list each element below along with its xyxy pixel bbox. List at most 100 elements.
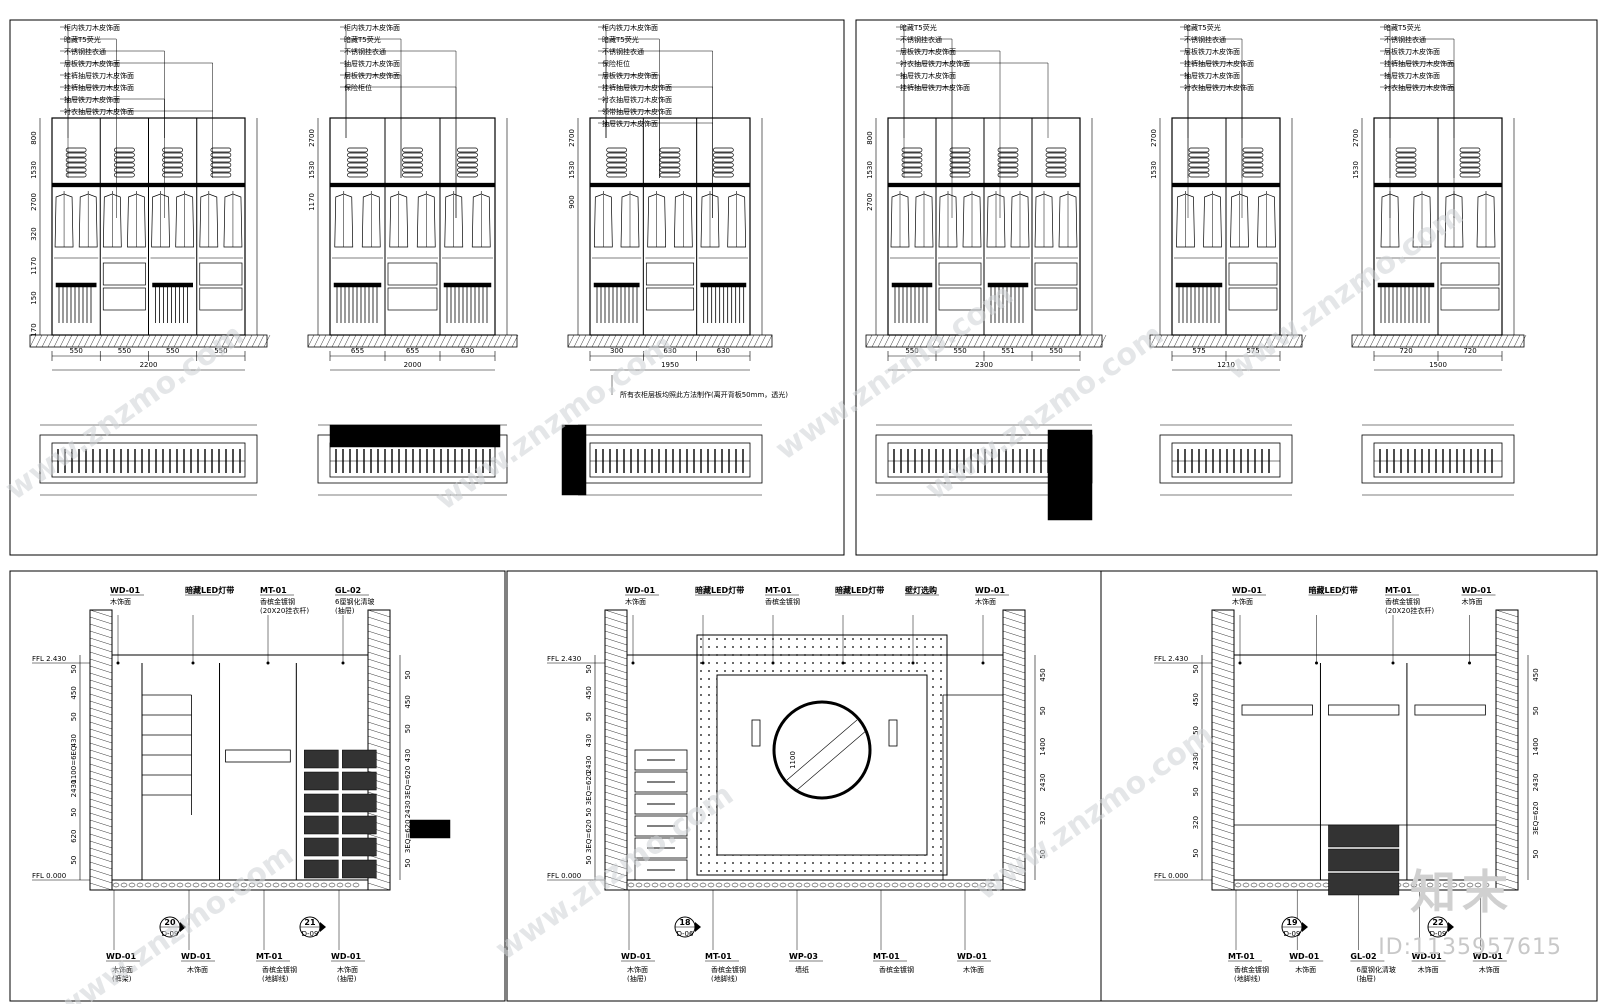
wall-hatch <box>89 742 113 751</box>
hanging-garment <box>1444 191 1464 248</box>
wall-hatch <box>1495 609 1519 618</box>
floor-stone <box>120 882 128 888</box>
site-watermark: www.znzmo.com <box>1219 197 1470 387</box>
floor-hatch <box>185 334 193 348</box>
pattern-dot <box>796 662 798 664</box>
wall-hatch <box>1495 749 1519 758</box>
material-tag-desc: 香槟金镀钢 <box>262 965 297 974</box>
floor-hatch <box>669 334 677 348</box>
wall-hatch <box>604 651 628 660</box>
pattern-dot <box>724 654 726 656</box>
wall-hatch <box>1495 637 1519 646</box>
floor-hatch <box>1203 334 1211 348</box>
material-tag-desc: 香槟金镀钢 <box>711 965 746 974</box>
material-tag-desc: 木饰面 <box>1418 965 1439 974</box>
dim-right: 50 <box>1039 706 1047 715</box>
pattern-dot <box>716 654 718 656</box>
pattern-dot <box>724 862 726 864</box>
material-note: 挂裤抽屉铁刀木皮饰面 <box>900 83 970 92</box>
total-dim: 1210 <box>1217 361 1235 369</box>
floor-hatch <box>59 334 67 348</box>
dim-left: 50 <box>585 665 593 674</box>
callout-number: 21 <box>304 918 316 927</box>
elevation-footnote: 所有衣柜层板均照此方法制作(离开背板50mm，透光) <box>620 390 788 399</box>
folded-item <box>402 172 423 178</box>
pattern-dot <box>716 646 718 648</box>
pattern-dot <box>940 758 942 760</box>
wall-hatch <box>1211 721 1235 730</box>
dim-right: 320 <box>1039 812 1047 825</box>
pattern-dot <box>932 726 934 728</box>
floor-stone <box>747 882 755 888</box>
floor-hatch <box>1149 334 1157 348</box>
wall-hatch <box>604 763 628 772</box>
material-note: 衬衣抽屉铁刀木皮饰面 <box>900 59 970 68</box>
hanging-garment <box>1203 191 1222 248</box>
pattern-dot <box>916 862 918 864</box>
pattern-dot <box>740 662 742 664</box>
floor-stone <box>160 882 168 888</box>
floor-hatch <box>307 334 315 348</box>
level-top: FFL 2.430 <box>547 655 581 663</box>
floor-hatch <box>349 334 357 348</box>
wall-hatch <box>1211 861 1235 870</box>
folded-clothes-stack <box>949 147 971 178</box>
folded-item <box>997 172 1019 178</box>
pattern-dot <box>780 646 782 648</box>
floor-hatch <box>1357 334 1365 348</box>
folded-clothes-stack <box>901 147 923 178</box>
folded-item <box>901 147 923 153</box>
material-note: 领带抽屉铁刀木皮饰面 <box>602 107 672 116</box>
pattern-dot <box>724 870 726 872</box>
folded-item <box>1242 147 1264 153</box>
wall-hatch <box>1495 777 1519 786</box>
hanging-rod-frame <box>225 749 291 763</box>
folded-item <box>114 162 135 168</box>
folded-item <box>1045 167 1067 173</box>
pattern-dot <box>788 862 790 864</box>
material-note: 柜内铁刀木皮饰面 <box>344 23 400 32</box>
pattern-dot <box>700 798 702 800</box>
wall-hatch <box>367 707 391 716</box>
total-dim: 1500 <box>1429 361 1447 369</box>
glass-drawer <box>1328 824 1400 848</box>
pattern-dot <box>940 766 942 768</box>
leader-dot <box>1315 661 1318 665</box>
pattern-dot <box>860 662 862 664</box>
floor-hatch <box>1221 334 1229 348</box>
pattern-dot <box>916 638 918 640</box>
hanging-garment <box>620 191 640 248</box>
folded-item <box>606 167 628 173</box>
width-dim: 551 <box>1001 347 1014 355</box>
wall-hatch <box>1211 616 1235 625</box>
folded-item <box>162 147 183 153</box>
folded-item <box>114 167 135 173</box>
floor-stone <box>1442 882 1450 888</box>
wall-hatch <box>604 812 628 821</box>
floor-hatch <box>487 334 495 348</box>
material-tag-code: WD-01 <box>1462 586 1493 595</box>
floor-stone <box>288 882 296 888</box>
pattern-dot <box>820 646 822 648</box>
site-watermark: www.znzmo.com <box>429 327 680 517</box>
pattern-dot <box>804 662 806 664</box>
floor-stone <box>328 882 336 888</box>
floor-stone <box>1482 882 1490 888</box>
folded-item <box>901 152 923 158</box>
pattern-dot <box>724 646 726 648</box>
floor-stone <box>1450 882 1458 888</box>
wall-hatch <box>89 749 113 758</box>
pattern-dot <box>932 814 934 816</box>
folded-item <box>1459 172 1481 178</box>
wall-hatch <box>1002 735 1026 744</box>
floor-hatch <box>1063 334 1071 348</box>
wall-hatch <box>89 665 113 674</box>
floor-hatch <box>609 334 617 348</box>
hanging-garment <box>78 191 98 248</box>
pattern-dot <box>836 662 838 664</box>
pattern-dot <box>932 662 934 664</box>
shelf-band <box>589 182 751 188</box>
hanging-garment <box>223 191 243 248</box>
floor-stone <box>955 882 963 888</box>
pattern-dot <box>892 670 894 672</box>
